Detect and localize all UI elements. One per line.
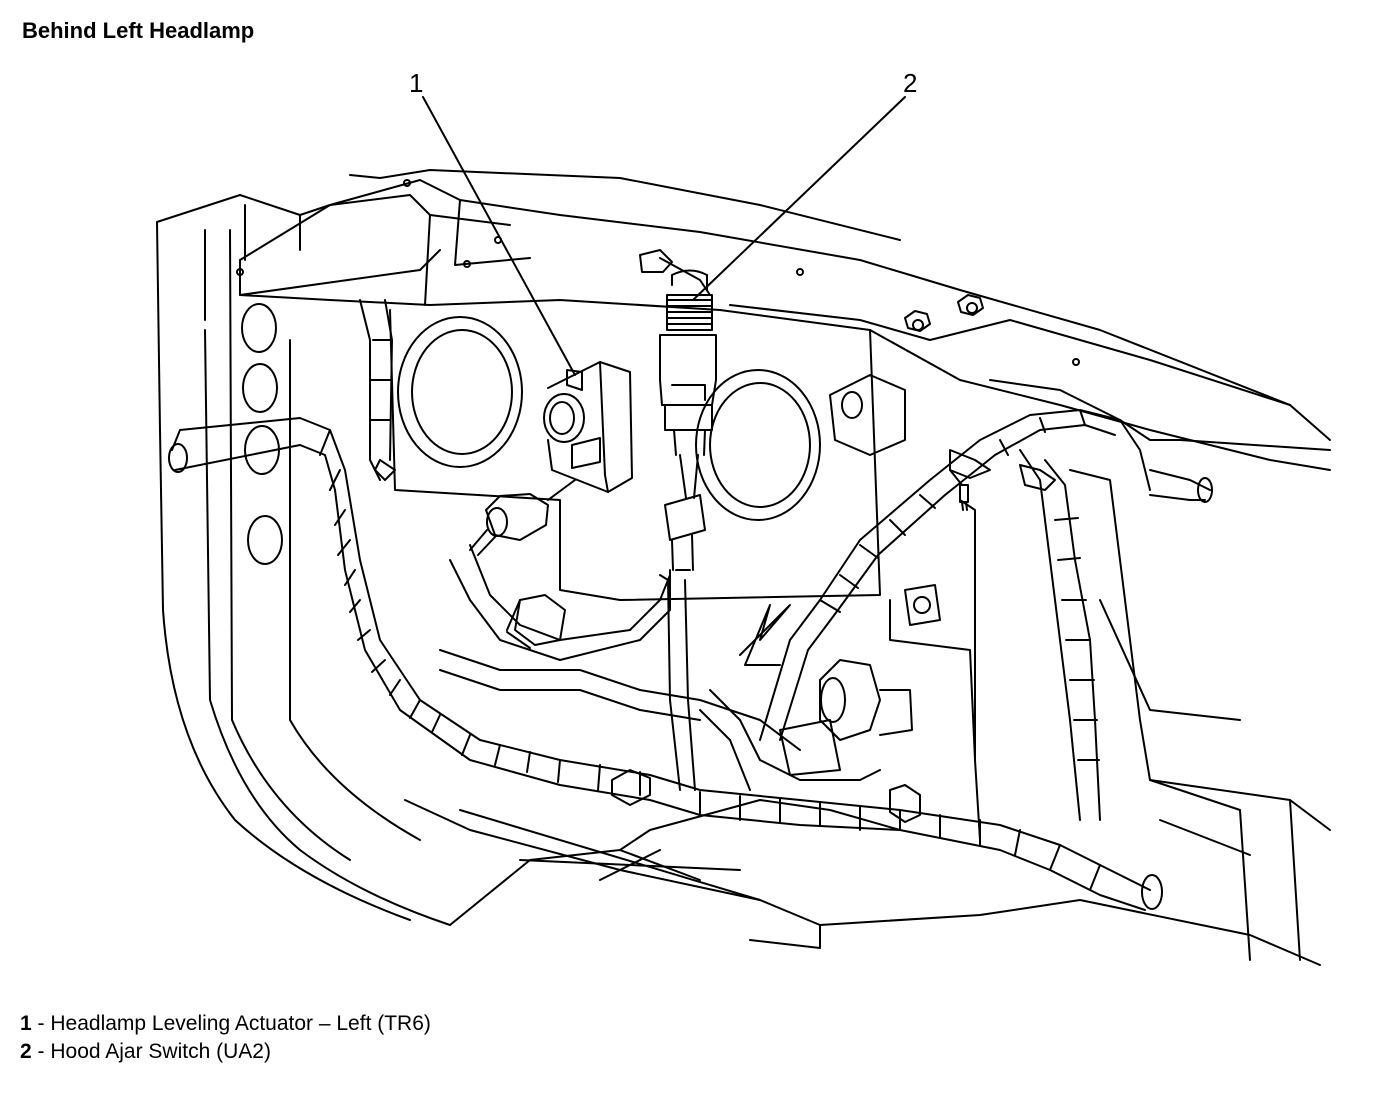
left-pillar [157,195,450,925]
right-frame-rail [990,380,1330,960]
legend-label-2: Hood Ajar Switch (UA2) [50,1040,271,1063]
callout-number-1: 1 [409,68,424,98]
headlamp-leveling-actuator [470,362,632,555]
leader-line-2 [693,97,905,300]
legend: 1 - Headlamp Leveling Actuator – Left (T… [20,1010,431,1066]
leader-line-1 [423,97,575,375]
legend-separator: - [31,1012,51,1035]
wiring-harness [169,300,1212,910]
bolt-heads [905,295,983,331]
legend-item-1: 1 - Headlamp Leveling Actuator – Left (T… [20,1010,431,1038]
lower-radiator-support [405,800,1320,965]
center-connectors [507,595,920,822]
callout-number-2: 2 [903,68,918,98]
diagram-title: Behind Left Headlamp [22,18,255,43]
legend-separator: - [31,1040,51,1063]
legend-number-1: 1 [20,1012,32,1035]
hood-ajar-switch [640,250,716,570]
headlamp-housing [390,310,980,840]
legend-number-2: 2 [20,1040,32,1063]
legend-item-2: 2 - Hood Ajar Switch (UA2) [20,1038,431,1066]
mounting-bracket [740,485,968,665]
upper-radiator-support [237,170,1330,470]
legend-label-1: Headlamp Leveling Actuator – Left (TR6) [50,1012,431,1035]
